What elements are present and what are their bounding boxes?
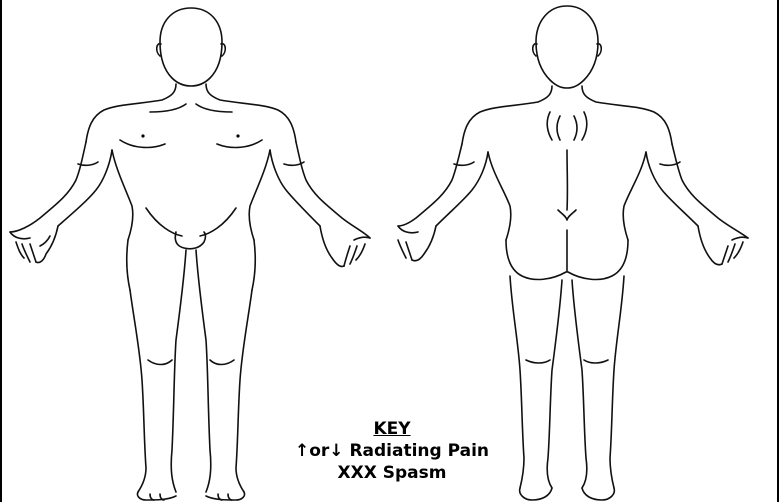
key-radiating-pain: ↑or↓ Radiating Pain [262,440,522,462]
front-head [160,8,222,86]
key-spasm: XXX Spasm [262,462,522,484]
key-title: KEY [262,418,522,440]
back-head [536,6,598,88]
key-legend: KEY ↑or↓ Radiating Pain XXX Spasm [262,418,522,484]
